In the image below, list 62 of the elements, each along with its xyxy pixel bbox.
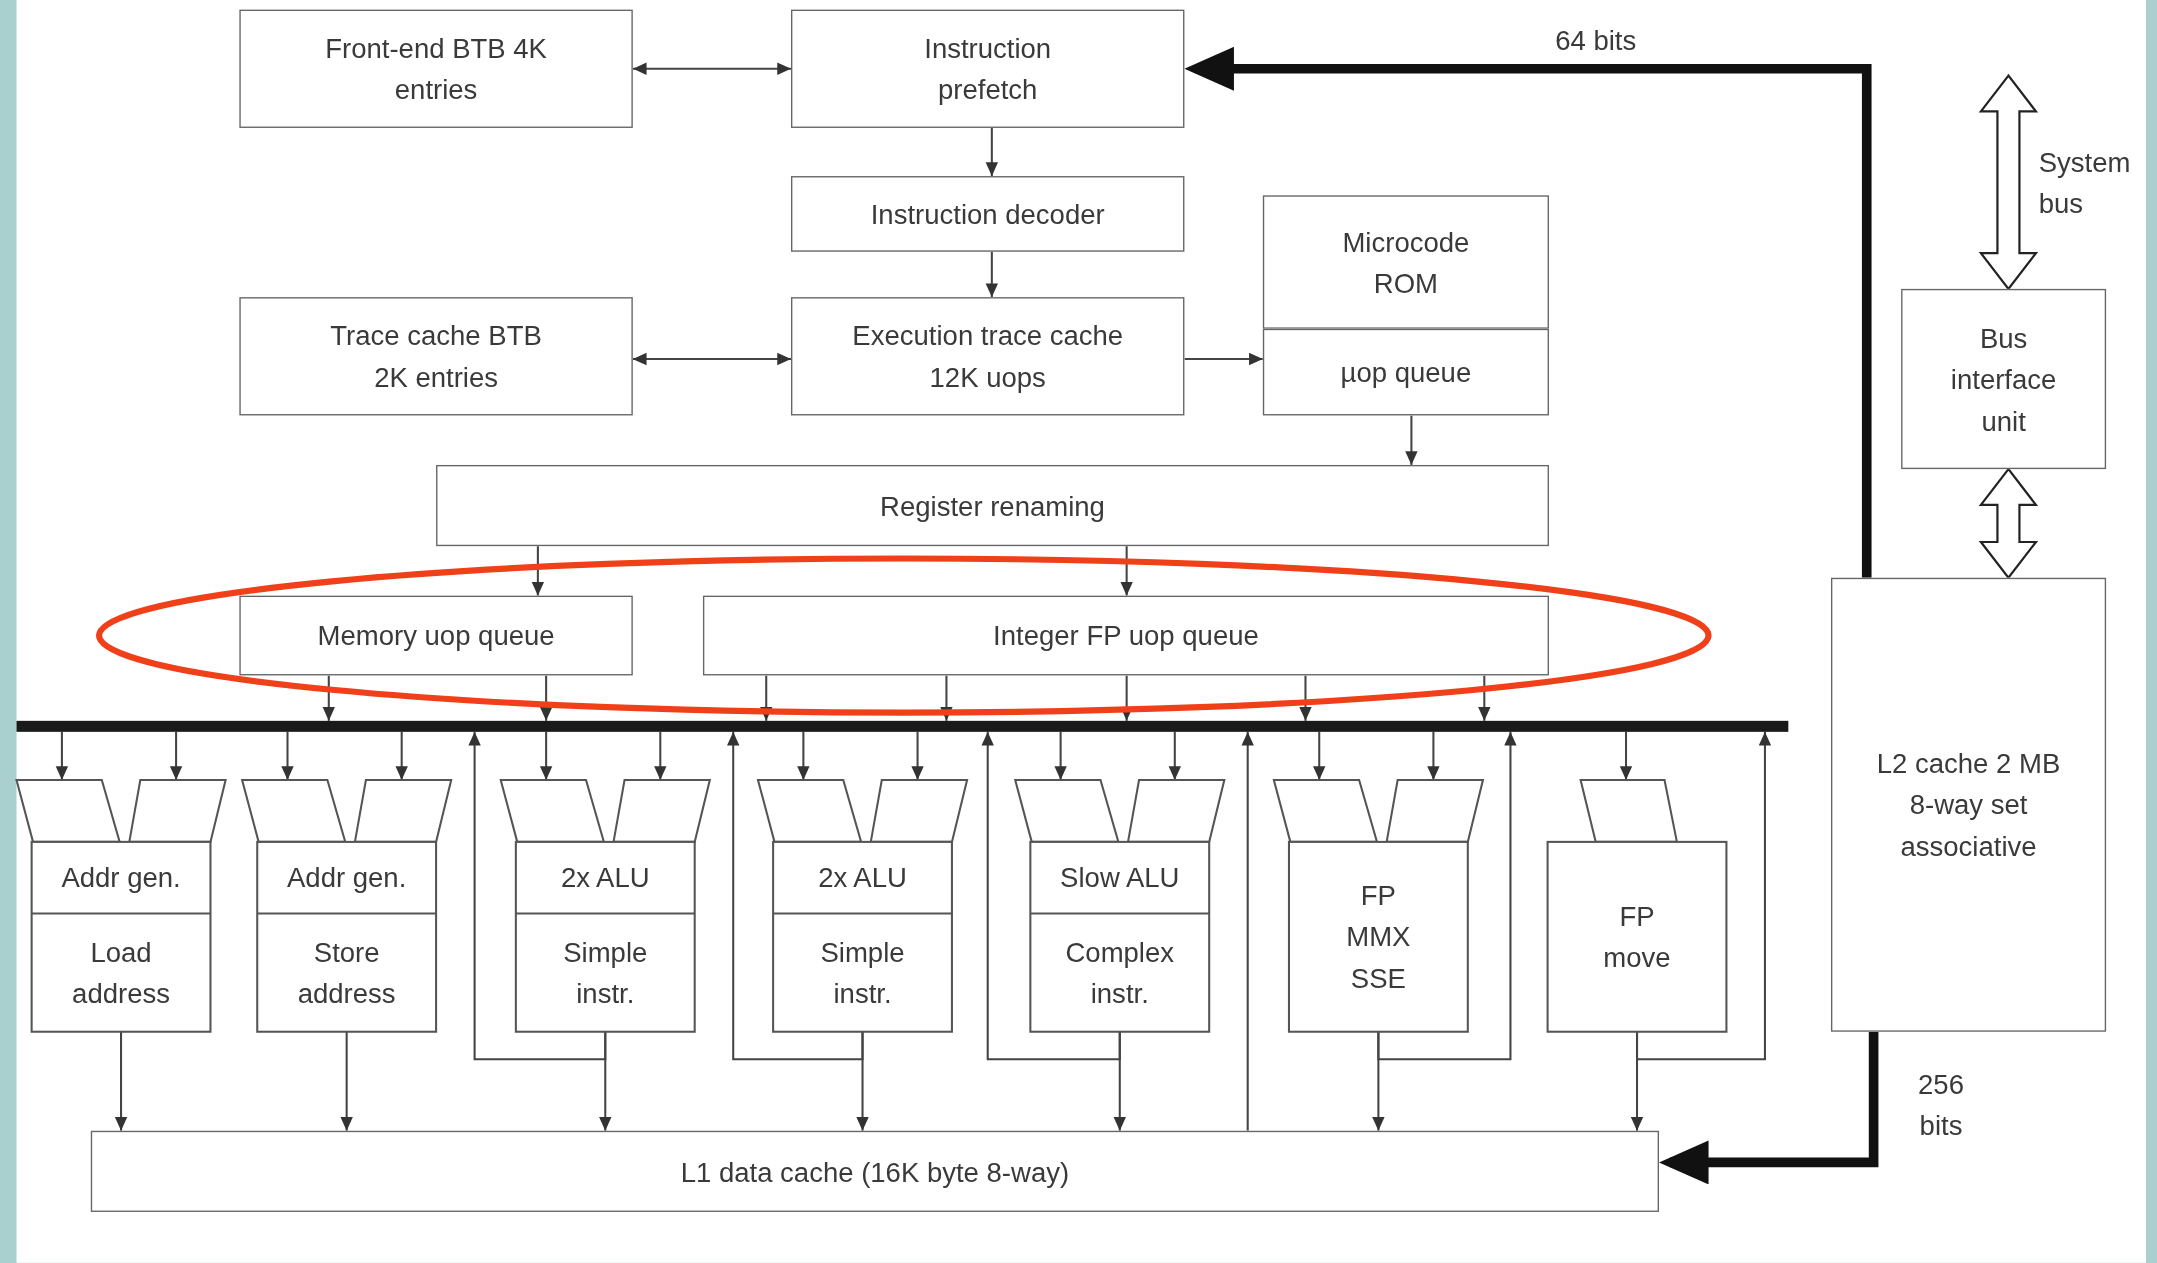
unit-box: [791, 297, 1185, 416]
unit-box: [436, 464, 1549, 547]
arrow: [797, 731, 810, 780]
arrow: [1619, 731, 1633, 780]
arrow: [985, 127, 999, 177]
box-label: µop queue: [1340, 356, 1472, 390]
arrow: [340, 1031, 353, 1131]
box-label: Bus interface unit: [1949, 321, 2058, 438]
arrow: [940, 675, 953, 721]
arrow: [654, 731, 667, 780]
hollow-double-arrow: [1978, 467, 2039, 580]
unit-box: [239, 297, 633, 416]
box-label: Front-end BTB 4K entries: [324, 32, 548, 107]
box-label: Microcode ROM: [1341, 225, 1471, 300]
arrow: [281, 731, 294, 780]
unit-box: [702, 595, 1549, 676]
unit-box: [90, 1130, 1659, 1212]
arrow: [1120, 546, 1133, 596]
unit-box: [1830, 577, 2107, 1032]
arrow: [1427, 731, 1440, 780]
arrow: [1241, 731, 1254, 1131]
unit-box: [239, 9, 633, 128]
arrow: [1168, 731, 1181, 780]
unit-box: [1262, 195, 1549, 329]
unit-box: [1901, 288, 2107, 470]
arrow: [55, 731, 69, 780]
arrow: [1313, 731, 1326, 780]
box-label: Instruction decoder: [870, 197, 1105, 232]
arrow: [985, 251, 999, 298]
arrow: [114, 1031, 128, 1131]
arrow: [531, 546, 545, 596]
box-label: Memory uop queue: [317, 619, 555, 653]
wide-arrow: [1184, 46, 1872, 578]
arrow: [1405, 415, 1418, 465]
unit-box: [1262, 328, 1549, 416]
arrow: [322, 675, 335, 721]
arrow: [1120, 675, 1133, 721]
arrow: [632, 352, 791, 366]
box-label: Instruction prefetch: [923, 32, 1053, 107]
box-label: Register renaming: [880, 489, 1105, 524]
unit-box: [239, 595, 633, 676]
box-label: L2 cache 2 MB 8-way set associative: [1875, 747, 2062, 864]
arrow: [539, 675, 553, 721]
arrow: [169, 731, 183, 780]
unit-box: [791, 9, 1185, 128]
arrow: [395, 731, 408, 780]
unit-box: [791, 176, 1185, 252]
box-label: L1 data cache (16K byte 8-way): [680, 1155, 1070, 1190]
box-label: Execution trace cache 12K uops: [851, 319, 1125, 395]
wide-arrow: [1659, 1031, 1879, 1185]
arrow: [1299, 675, 1312, 721]
arrow: [911, 731, 924, 780]
arrow: [1478, 675, 1491, 721]
box-label: Trace cache BTB 2K entries: [329, 319, 543, 395]
bus-bar: [16, 720, 1789, 732]
hollow-double-arrow: [1978, 73, 2039, 291]
arrow: [1184, 352, 1263, 366]
arrow: [760, 675, 773, 721]
arrow: [539, 731, 553, 780]
box-label: Integer FP uop queue: [993, 619, 1259, 653]
arrow: [1054, 731, 1067, 780]
arrow: [632, 62, 791, 75]
